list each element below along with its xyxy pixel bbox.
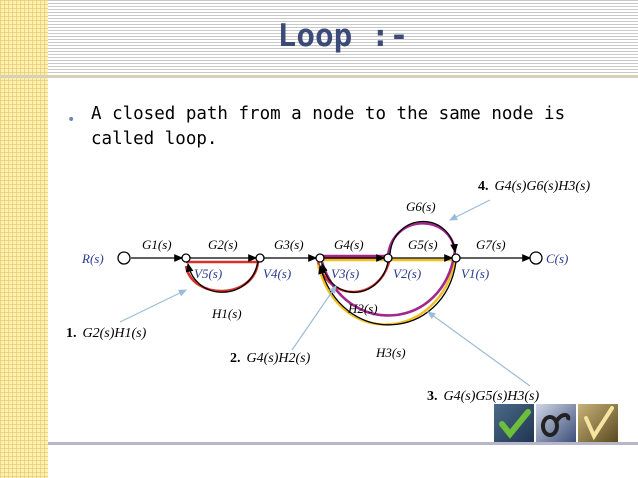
loop-icon	[541, 413, 571, 437]
slide-title: Loop :-	[277, 18, 409, 54]
label-v4: V4(s)	[263, 266, 291, 281]
loop3-highlight	[316, 258, 457, 326]
gain-g6: G6(s)	[406, 199, 436, 214]
gain-g5: G5(s)	[408, 237, 438, 252]
loop-3-label: 3.G4(s)G5(s)H3(s)	[427, 389, 539, 404]
pencil-check-icon	[584, 406, 614, 441]
node-v3	[315, 253, 325, 263]
graph-nodes	[117, 251, 543, 265]
node-output	[529, 251, 543, 265]
check-badge	[494, 404, 534, 442]
loop-1-label: 1.G2(s)H1(s)	[66, 326, 147, 341]
forward-path	[131, 220, 532, 326]
gain-h3: H3(s)	[375, 345, 406, 360]
gain-g7: G7(s)	[476, 237, 506, 252]
gain-g4: G4(s)	[334, 237, 364, 252]
label-output: C(s)	[546, 251, 568, 266]
loop-2-label: 2.G4(s)H2(s)	[230, 351, 311, 366]
node-input	[117, 251, 131, 265]
loop-4-label: 4.G4(s)G6(s)H3(s)	[478, 179, 590, 194]
gain-g2: G2(s)	[208, 237, 238, 252]
label-input: R(s)	[81, 251, 104, 266]
gain-g1: G1(s)	[142, 237, 172, 252]
left-sidebar-pattern	[0, 0, 48, 478]
node-v1	[451, 253, 461, 263]
header-stripes	[0, 0, 638, 75]
loop-badge	[536, 404, 576, 442]
pencil-badge	[578, 404, 618, 442]
callout-arrows	[119, 199, 531, 387]
node-v2	[383, 253, 393, 263]
node-v4	[255, 253, 265, 263]
check-icon	[499, 409, 531, 439]
label-v2: V2(s)	[393, 266, 421, 281]
gain-h1: H1(s)	[211, 306, 242, 321]
gain-h2: H2(s)	[347, 301, 378, 316]
label-v1: V1(s)	[461, 266, 489, 281]
title-divider	[0, 75, 638, 78]
node-v5	[181, 253, 191, 263]
footer-divider	[48, 442, 638, 445]
loop4-highlight	[320, 222, 457, 317]
loop2-highlight	[316, 256, 392, 294]
gain-g3: G3(s)	[274, 237, 304, 252]
label-v5: V5(s)	[194, 266, 222, 281]
bullet-icon: •	[67, 112, 76, 128]
bullet-text: A closed path from a node to the same no…	[91, 104, 566, 149]
label-v3: V3(s)	[331, 266, 359, 281]
